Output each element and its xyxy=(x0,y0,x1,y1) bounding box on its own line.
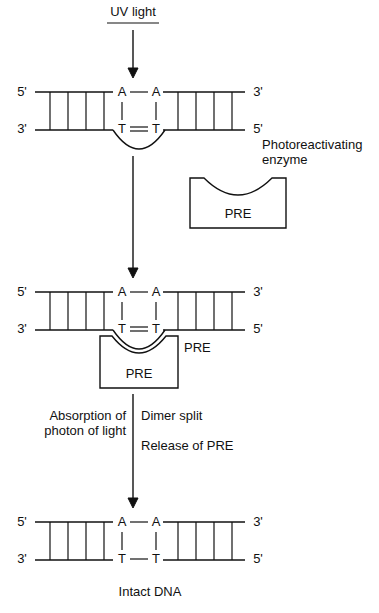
result-label: Intact DNA xyxy=(119,585,182,600)
arrow-head xyxy=(128,498,138,508)
dna-strand xyxy=(35,291,113,292)
base-letter: A xyxy=(118,85,127,100)
dna-strand xyxy=(35,329,113,330)
base-letter: T xyxy=(152,122,160,137)
dna-strand xyxy=(163,91,245,92)
base-letter: T xyxy=(152,322,160,337)
base-letter: T xyxy=(152,552,160,567)
hydrogen-bond xyxy=(121,302,122,320)
base-pair-rung xyxy=(231,522,232,560)
enzyme-shape: Photoreactivating enzymePRE xyxy=(190,178,286,228)
hydrogen-bond xyxy=(155,102,156,120)
enzyme-name: PRE xyxy=(126,367,153,382)
strand-end: 5' xyxy=(253,322,263,337)
hydrogen-bond xyxy=(121,102,122,120)
base-pair-rung xyxy=(213,522,214,560)
base-letter: A xyxy=(152,285,161,300)
base-pair-rung xyxy=(85,292,86,330)
base-pair-rung xyxy=(49,92,50,130)
base-pair-rung xyxy=(195,522,196,560)
step-note: Release of PRE xyxy=(141,439,234,454)
strand-end: 3' xyxy=(17,552,27,567)
base-letter: A xyxy=(152,85,161,100)
base-pair-rung xyxy=(67,92,68,130)
strand-end: 5' xyxy=(17,285,27,300)
base-pair-rung xyxy=(177,522,178,560)
base-pair-rung xyxy=(195,92,196,130)
base-pair-rung xyxy=(195,292,196,330)
strand-end: 5' xyxy=(17,515,27,530)
strand-end: 3' xyxy=(17,122,27,137)
enzyme-label: PRE xyxy=(184,341,211,356)
dna-strand xyxy=(163,559,245,560)
sugar-phosphate-bond xyxy=(130,291,148,292)
enzyme-outline-path xyxy=(190,178,286,228)
thymine-dimer-bond xyxy=(130,330,148,331)
base-pair-rung xyxy=(103,522,104,560)
arrow-head xyxy=(128,68,138,78)
dna-strand xyxy=(163,291,245,292)
dna-strand xyxy=(35,559,113,560)
base-pair-rung xyxy=(103,92,104,130)
strand-end: 3' xyxy=(17,322,27,337)
enzyme-heading: Photoreactivating enzyme xyxy=(262,138,374,168)
base-letter: T xyxy=(118,122,126,137)
base-pair-rung xyxy=(85,522,86,560)
sugar-phosphate-bond xyxy=(130,91,148,92)
strand-end: 3' xyxy=(253,85,263,100)
strand-end: 5' xyxy=(17,85,27,100)
dna-strand xyxy=(35,91,113,92)
base-pair-rung xyxy=(213,92,214,130)
hydrogen-bond xyxy=(121,532,122,550)
base-pair-rung xyxy=(231,92,232,130)
strand-end: 3' xyxy=(253,285,263,300)
base-pair-rung xyxy=(177,92,178,130)
base-pair-rung xyxy=(177,292,178,330)
enzyme-outline-path xyxy=(100,336,178,388)
dna-strand xyxy=(163,129,245,130)
dna-strand xyxy=(35,129,113,130)
base-pair-rung xyxy=(67,292,68,330)
sugar-phosphate-bond xyxy=(130,521,148,522)
step-note: Absorption of photon of light xyxy=(26,409,126,439)
dna-strand xyxy=(35,521,113,522)
enzyme-shape: PRE xyxy=(100,336,178,388)
strand-end: 5' xyxy=(253,552,263,567)
enzyme-name: PRE xyxy=(225,207,252,222)
strand-end: 5' xyxy=(253,122,263,137)
arrow-shaft xyxy=(132,156,133,270)
base-pair-rung xyxy=(67,522,68,560)
base-letter: T xyxy=(118,552,126,567)
arrow-shaft xyxy=(132,394,133,500)
step-note: Dimer split xyxy=(141,409,202,424)
hydrogen-bond xyxy=(155,532,156,550)
arrow-shaft xyxy=(132,30,133,70)
base-pair-rung xyxy=(49,292,50,330)
base-letter: A xyxy=(118,285,127,300)
dna-strand xyxy=(163,521,245,522)
base-pair-rung xyxy=(85,92,86,130)
title-underline xyxy=(107,22,159,23)
hydrogen-bond xyxy=(155,302,156,320)
strand-end: 3' xyxy=(253,515,263,530)
thymine-dimer-bond xyxy=(130,130,148,131)
thymine-dimer-bond xyxy=(130,126,148,127)
base-pair-rung xyxy=(49,522,50,560)
base-letter: T xyxy=(118,322,126,337)
sugar-phosphate-bond xyxy=(130,558,148,559)
stimulus-label: UV light xyxy=(110,5,156,20)
base-letter: A xyxy=(152,515,161,530)
base-letter: A xyxy=(118,515,127,530)
base-pair-rung xyxy=(213,292,214,330)
base-pair-rung xyxy=(231,292,232,330)
thymine-dimer-bond xyxy=(130,326,148,327)
arrow-head xyxy=(128,268,138,278)
base-pair-rung xyxy=(103,292,104,330)
dna-strand xyxy=(163,329,245,330)
